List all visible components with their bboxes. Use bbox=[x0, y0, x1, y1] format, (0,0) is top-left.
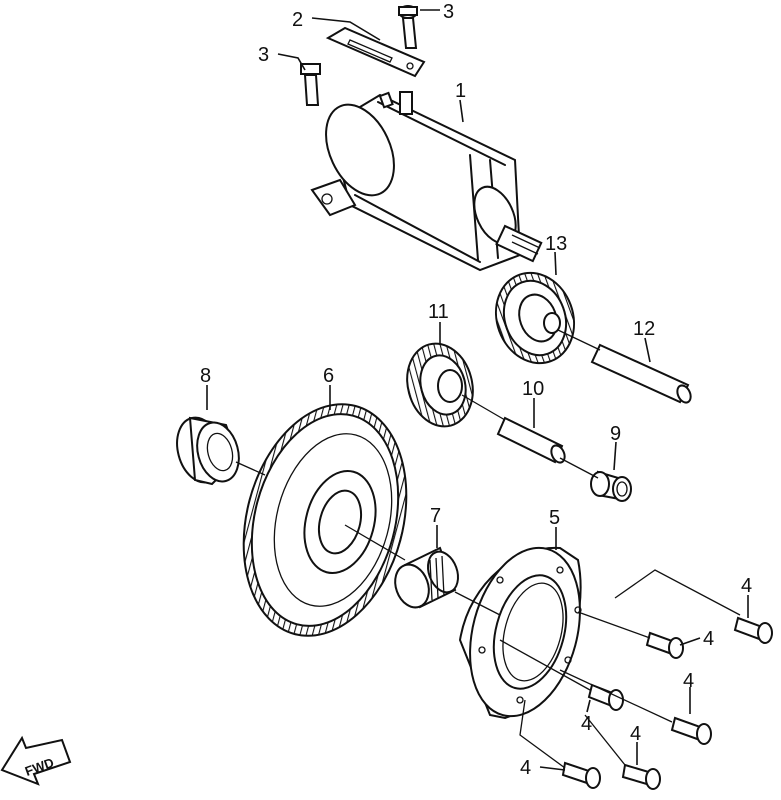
callout-5: 5 bbox=[549, 507, 560, 529]
callout-4-e: 4 bbox=[630, 723, 641, 745]
callout-10: 10 bbox=[522, 378, 544, 400]
leader-lines bbox=[206, 9, 749, 771]
bolt-3-left bbox=[300, 63, 321, 106]
callout-11: 11 bbox=[428, 301, 449, 323]
idle-gear-13 bbox=[494, 271, 576, 365]
callout-9: 9 bbox=[610, 423, 621, 445]
callout-4-b: 4 bbox=[703, 628, 714, 650]
callout-2: 2 bbox=[292, 9, 303, 31]
callout-4-a: 4 bbox=[741, 575, 752, 597]
callout-13: 13 bbox=[545, 233, 567, 255]
bushing-9 bbox=[590, 470, 632, 502]
bracket-plate bbox=[325, 26, 426, 78]
callout-6: 6 bbox=[323, 365, 334, 387]
starter-clutch-gear-6 bbox=[242, 403, 408, 637]
callout-4-f: 4 bbox=[520, 757, 531, 779]
bolt-4-f bbox=[561, 761, 601, 789]
callout-12: 12 bbox=[633, 318, 655, 340]
callout-7: 7 bbox=[430, 505, 441, 527]
shaft-10 bbox=[496, 416, 566, 464]
bolt-4-b bbox=[645, 631, 684, 659]
callout-3-top: 3 bbox=[443, 1, 454, 23]
bolt-3-upper bbox=[398, 5, 418, 49]
bolt-4-d bbox=[670, 716, 712, 745]
callout-8: 8 bbox=[200, 365, 211, 387]
bolt-4-c bbox=[587, 683, 624, 711]
callout-3-left: 3 bbox=[258, 44, 269, 66]
needle-bearing-7 bbox=[394, 546, 459, 609]
callout-4-d: 4 bbox=[581, 713, 592, 735]
idle-gear-11 bbox=[406, 342, 474, 428]
callout-1: 1 bbox=[455, 80, 466, 102]
one-way-clutch-5 bbox=[458, 546, 582, 720]
starter-motor bbox=[310, 91, 543, 272]
bearing-8 bbox=[176, 416, 240, 486]
bolt-4-a bbox=[733, 616, 773, 644]
forward-direction-arrow-icon: FWD bbox=[0, 735, 72, 786]
assembly-centerlines bbox=[235, 329, 741, 769]
bolt-4-e bbox=[621, 763, 661, 790]
callout-4-c: 4 bbox=[683, 670, 694, 692]
shaft-12 bbox=[590, 343, 692, 404]
